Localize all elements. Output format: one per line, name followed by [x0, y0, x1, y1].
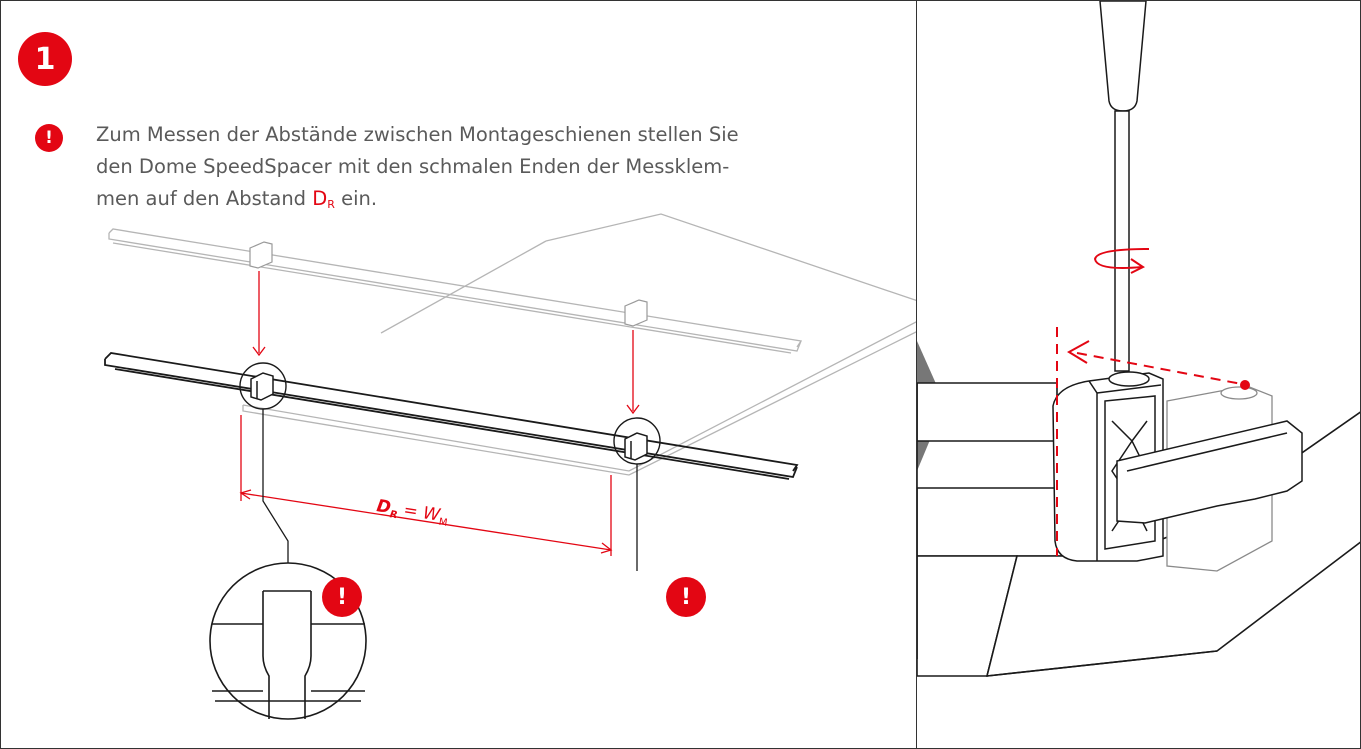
- distance-symbol: DR: [312, 187, 335, 211]
- rotation-arrow-icon: [1093, 248, 1150, 274]
- instruction-line-3: men auf den Abstand DR ein.: [96, 183, 836, 221]
- placement-arrows: [252, 271, 640, 415]
- dimension-rhs-sub: M: [438, 517, 448, 529]
- clamp-lower-right: [624, 432, 648, 461]
- dimension-rhs: W: [422, 503, 443, 525]
- detail-warning-icon-right: !: [666, 577, 706, 617]
- rail-lower: [104, 352, 799, 480]
- mounting-rail-profile: [1116, 420, 1303, 524]
- screwdriver: [1099, 1, 1147, 372]
- step-number-badge: 1: [18, 32, 72, 86]
- detail-warning-icon-left: !: [322, 577, 362, 617]
- measurement-indicator: [1056, 327, 1250, 556]
- instruction-line-1: Zum Messen der Abstände zwischen Montage…: [96, 123, 739, 146]
- rail-spacing-drawing: DR = WM: [104, 213, 916, 720]
- dimension-equals: =: [397, 499, 425, 523]
- tightening-panel: [916, 0, 1361, 749]
- instruction-line-2: den Dome SpeedSpacer mit den schmalen En…: [96, 155, 730, 178]
- distance-symbol-subscript: R: [327, 198, 335, 211]
- dimension-lhs: D: [375, 496, 392, 518]
- step-panel: 1 ! Zum Messen der Abstände zwischen Mon…: [0, 0, 917, 749]
- instruction-line-3-prefix: men auf den Abstand: [96, 187, 313, 210]
- spacer-tightening-drawing: [917, 1, 1360, 677]
- roof-panel: [242, 213, 916, 476]
- instruction-line-3-suffix: ein.: [334, 187, 378, 210]
- dimension-label: DR = WM: [375, 496, 450, 529]
- clamp-lower-left: [250, 372, 274, 401]
- distance-symbol-letter: D: [312, 187, 328, 210]
- instruction-text: Zum Messen der Abstände zwischen Montage…: [96, 119, 836, 221]
- dimension-lhs-sub: R: [389, 509, 398, 521]
- detail-leaders: [262, 409, 638, 571]
- warning-icon: !: [35, 124, 63, 152]
- clamp-upper-left: [249, 241, 273, 269]
- rail-upper: [108, 228, 803, 354]
- dimension-line: [239, 415, 613, 556]
- clamp-upper-right: [624, 299, 648, 327]
